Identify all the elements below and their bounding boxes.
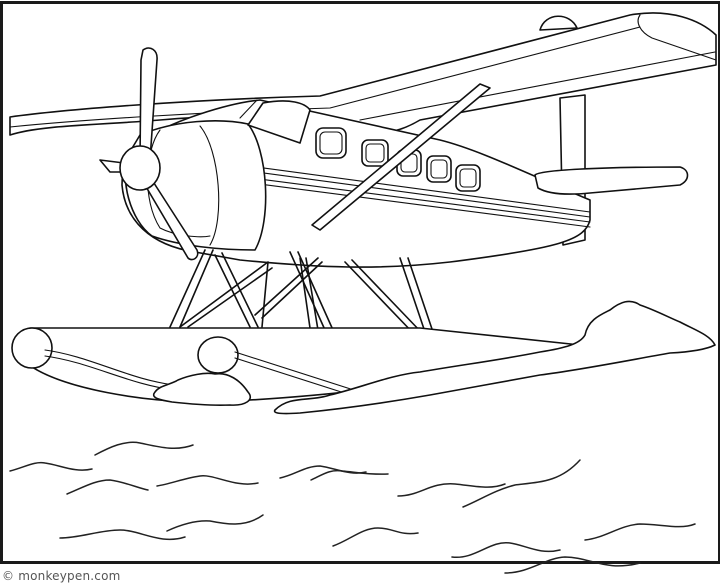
- horizontal-stabilizer: [534, 166, 689, 195]
- water-splash: [153, 300, 716, 415]
- float-bow-cap: [11, 327, 53, 369]
- water-waves: [9, 441, 696, 574]
- propeller-spinner: [119, 145, 161, 191]
- propeller: [99, 47, 199, 261]
- cockpit-window: [239, 99, 311, 144]
- high-wing: [9, 12, 717, 136]
- engine-cowling: [124, 120, 267, 251]
- propeller-blade-bottom: [144, 179, 199, 261]
- copyright-credit: © monkeypen.com: [2, 569, 121, 583]
- wing-strut: [311, 83, 491, 231]
- float-struts: [169, 249, 434, 336]
- float-step-cap: [197, 336, 239, 374]
